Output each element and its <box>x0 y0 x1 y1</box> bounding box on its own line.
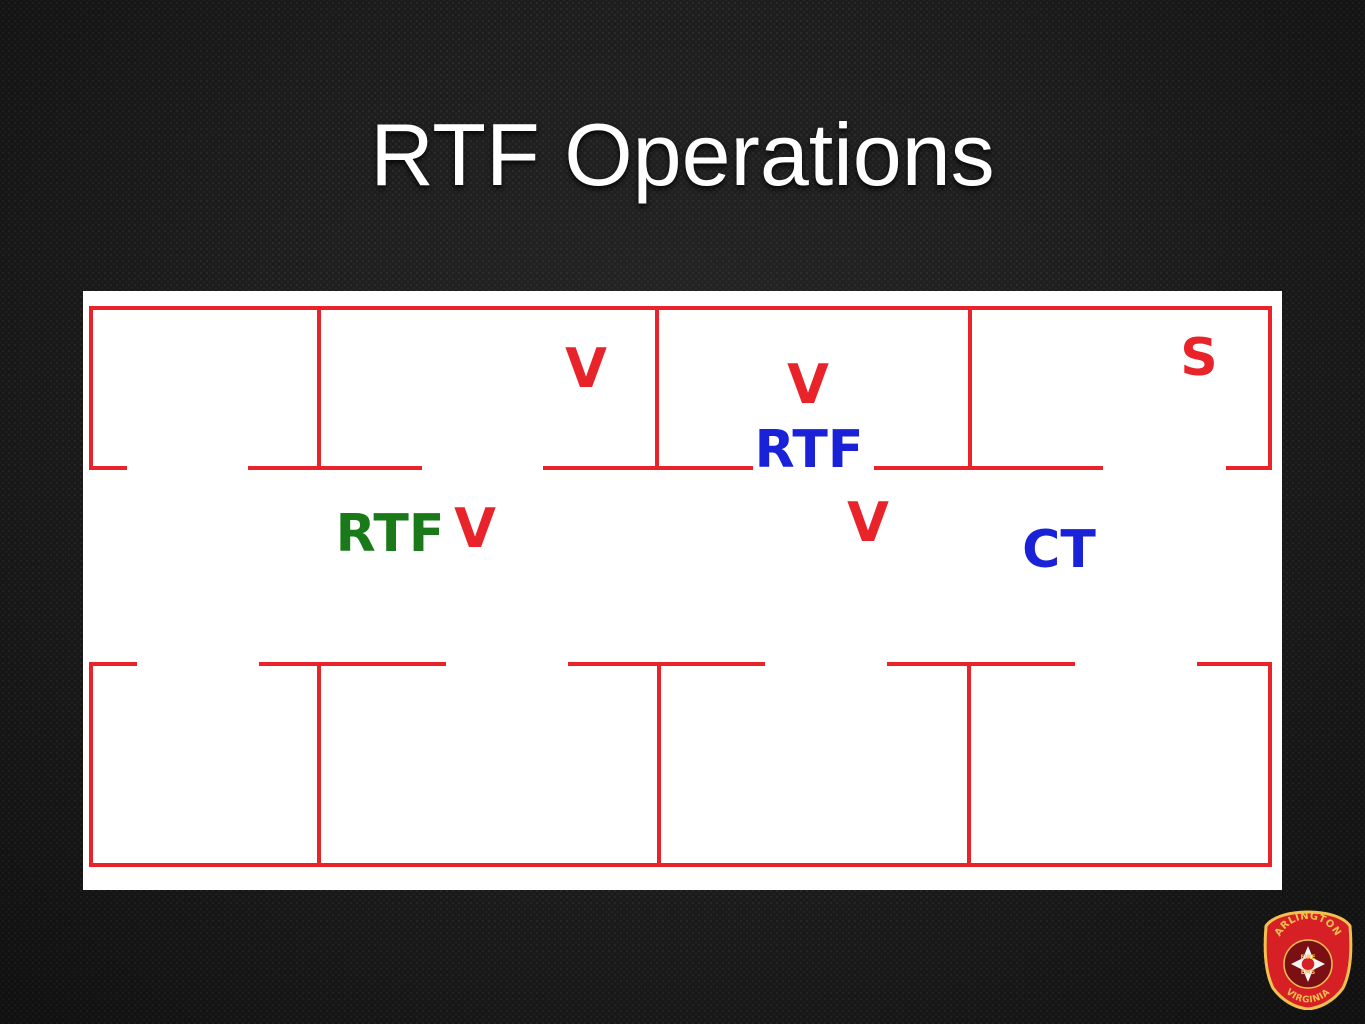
label-v-top-mid: V <box>787 353 829 416</box>
label-rtf-green: RTF <box>336 504 445 564</box>
label-rtf-blue: RTF <box>755 420 864 480</box>
floor-plan-diagram: V V RTF S RTF V V CT <box>83 291 1282 890</box>
label-s-top-right: S <box>1180 328 1217 388</box>
logo-fire-text: FIRE <box>1300 954 1315 961</box>
slide-title: RTF Operations <box>370 105 995 204</box>
label-ct: CT <box>1022 520 1096 580</box>
logo-ems-text: EMS <box>1301 969 1315 976</box>
label-v-mid-right: V <box>847 491 889 554</box>
label-v-top-left: V <box>565 337 607 400</box>
floor-plan-svg: V V RTF S RTF V V CT <box>89 306 1272 867</box>
fire-department-badge-icon: ARLINGTON VIRGINIA FIRE EMS <box>1263 910 1353 1011</box>
label-v-mid-left: V <box>454 497 496 560</box>
